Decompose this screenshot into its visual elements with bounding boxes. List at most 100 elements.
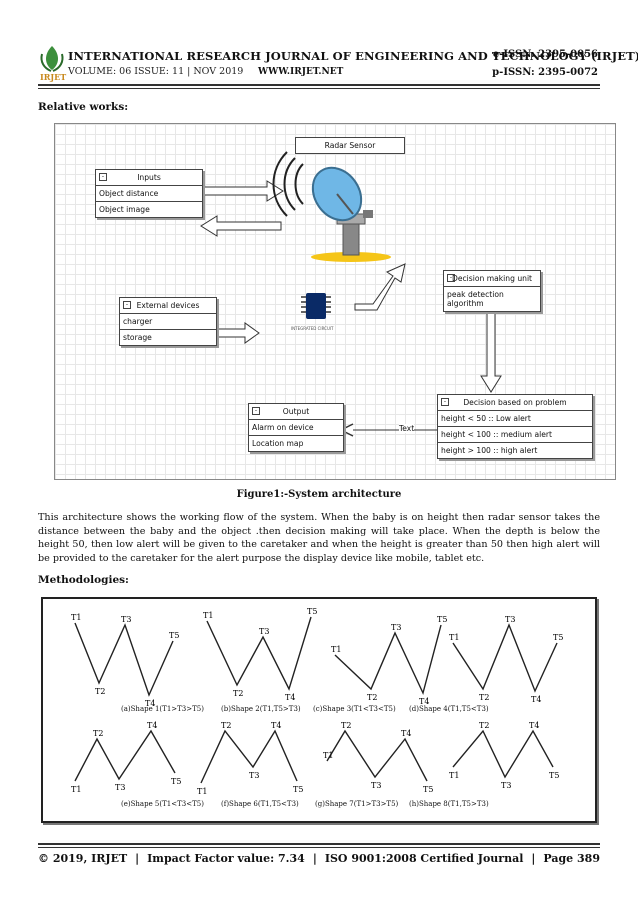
radar-sensor-label: Radar Sensor: [324, 141, 376, 150]
shape-point-label: T2: [341, 721, 351, 730]
shape-point-label: T3: [259, 627, 269, 636]
shape-point-label: T3: [371, 781, 381, 790]
output-row: Location map: [252, 439, 304, 448]
output-row: Alarm on device: [249, 420, 343, 436]
decision-problem-box: -Decision based on problem height < 50 :…: [437, 394, 593, 459]
footer-rule-2: [38, 847, 600, 848]
page-footer: © 2019, IRJET | Impact Factor value: 7.3…: [38, 852, 600, 865]
shape-point-label: T4: [531, 695, 541, 704]
shape-caption: (b)Shape 2(T1,T5>T3): [221, 705, 301, 713]
shape-point-label: T5: [423, 785, 433, 794]
inputs-row: Object image: [99, 205, 150, 214]
shape-6-line: [200, 729, 298, 784]
output-title: Output: [282, 407, 310, 416]
radar-dish-icon: [311, 166, 391, 262]
decision-problem-row: height > 100 :: high alert: [441, 446, 538, 455]
footer-rule: [38, 843, 600, 845]
radar-sensor-box: Radar Sensor: [295, 137, 405, 154]
shape-caption: (h)Shape 8(T1,T5>T3): [409, 800, 489, 808]
shape-point-label: T2: [221, 721, 231, 730]
decision-unit-box: -Decision making unit peak detection alg…: [443, 270, 541, 312]
volume-issue: VOLUME: 06 ISSUE: 11 | NOV 2019: [68, 66, 244, 77]
shape-point-label: T1: [449, 771, 459, 780]
shape-point-label: T4: [147, 721, 157, 730]
external-devices-box: -External devices charger storage: [119, 297, 217, 346]
shape-caption: (d)Shape 4(T1,T5<T3): [409, 705, 489, 713]
shape-point-label: T5: [549, 771, 559, 780]
output-box: -Output Alarm on device Location map: [248, 403, 344, 452]
eissn: e-ISSN: 2395-0056: [492, 49, 598, 60]
shape-point-label: T3: [501, 781, 511, 790]
shape-point-label: T1: [331, 645, 341, 654]
header-rule-2: [38, 88, 600, 89]
inputs-row: Object distance: [96, 186, 202, 202]
figure-system-architecture: INTEGRATED CIRCUIT Radar Sensor -Inputs …: [54, 123, 616, 480]
shape-point-label: T4: [419, 697, 429, 706]
shape-point-label: T2: [233, 689, 243, 698]
shape-point-label: T5: [169, 631, 179, 640]
shape-point-label: T4: [401, 729, 411, 738]
external-row: charger: [120, 314, 216, 330]
shape-point-label: T2: [95, 687, 105, 696]
integrated-circuit-icon: [301, 293, 331, 319]
shape-caption: (c)Shape 3(T1<T3<T5): [313, 705, 396, 713]
external-row: storage: [123, 333, 152, 342]
section-relative-works: Relative works:: [38, 101, 129, 113]
shape-point-label: T1: [71, 785, 81, 794]
shape-point-label: T1: [449, 633, 459, 642]
logo-text: IRJET: [40, 72, 67, 82]
footer-sep: |: [135, 852, 140, 865]
shape-point-label: T5: [293, 785, 303, 794]
shape-point-label: T1: [71, 613, 81, 622]
section-methodologies: Methodologies:: [38, 574, 129, 586]
shape-point-label: T2: [479, 721, 489, 730]
shape-4-line: [452, 623, 558, 693]
footer-copyright: © 2019, IRJET: [38, 852, 128, 865]
shape-point-label: T5: [171, 777, 181, 786]
decision-unit-row: peak detection algorithm: [447, 290, 504, 308]
text-arrow-label: Text: [399, 424, 415, 433]
shape-caption: (g)Shape 7(T1>T3>T5): [315, 800, 399, 808]
pissn: p-ISSN: 2395-0072: [492, 67, 598, 78]
decision-problem-row: height < 50 :: Low alert: [438, 411, 592, 427]
footer-sep: |: [531, 852, 536, 865]
shape-point-label: T1: [197, 787, 207, 796]
shape-point-label: T3: [391, 623, 401, 632]
shape-point-label: T1: [203, 611, 213, 620]
shape-point-label: T5: [553, 633, 563, 642]
shape-caption: (f)Shape 6(T1,T5<T3): [221, 800, 299, 808]
shape-point-label: T3: [505, 615, 515, 624]
shape-point-label: T5: [437, 615, 447, 624]
shape-point-label: T2: [479, 693, 489, 702]
shape-point-label: T4: [285, 693, 295, 702]
decision-unit-title: Decision making unit: [451, 274, 533, 283]
footer-sep: |: [312, 852, 317, 865]
shape-5-line: [74, 729, 176, 782]
journal-url[interactable]: WWW.IRJET.NET: [258, 67, 344, 77]
journal-logo: IRJET: [38, 44, 66, 82]
shape-point-label: T3: [249, 771, 259, 780]
inputs-title: Inputs: [137, 173, 161, 182]
shape-1-line: [74, 622, 174, 697]
shape-2-line: [206, 616, 312, 691]
shape-point-label: T4: [271, 721, 281, 730]
shape-caption: (e)Shape 5(T1<T3<T5): [121, 800, 204, 808]
inputs-box: -Inputs Object distance Object image: [95, 169, 203, 218]
external-title: External devices: [136, 301, 200, 310]
shape-point-label: T2: [367, 693, 377, 702]
header-rule: [38, 84, 600, 86]
decision-problem-title: Decision based on problem: [463, 398, 567, 407]
shape-point-label: T3: [115, 783, 125, 792]
shape-8-line: [452, 729, 554, 779]
chip-label: INTEGRATED CIRCUIT: [291, 326, 334, 331]
shape-point-label: T3: [121, 615, 131, 624]
shape-7-line: [326, 729, 428, 782]
shape-point-label: T5: [307, 607, 317, 616]
decision-problem-row: height < 100 :: medium alert: [438, 427, 592, 443]
shapes-drawing: T1T2T3T4T5T1T2T3T4T5T1T2T3T4T5T1T2T3T4T5…: [71, 607, 563, 796]
body-paragraph: This architecture shows the working flow…: [38, 512, 600, 564]
shape-point-label: T4: [145, 699, 155, 708]
shape-3-line: [334, 624, 442, 696]
footer-page: Page 389: [543, 852, 600, 865]
